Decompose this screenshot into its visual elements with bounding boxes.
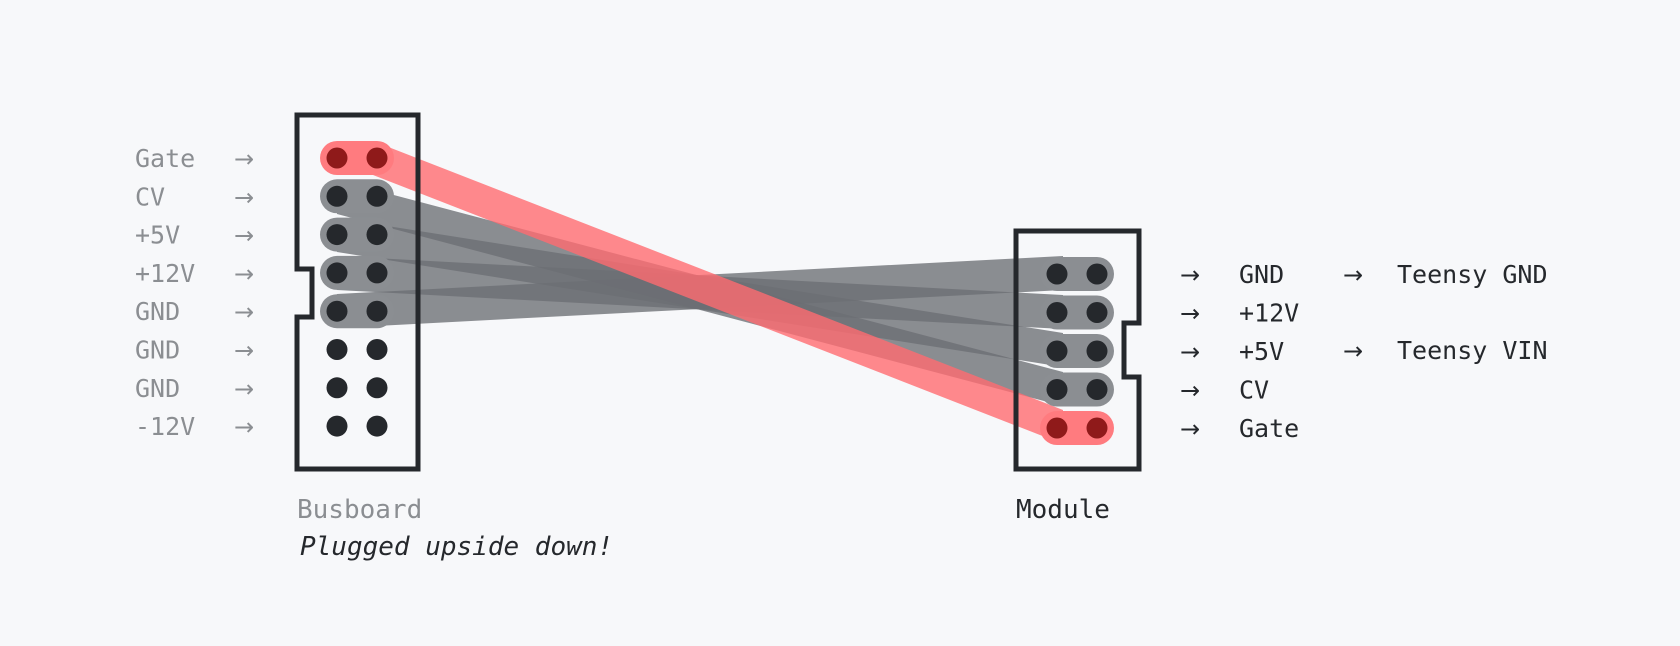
module-connector (1013, 228, 1142, 472)
busboard-pin (326, 300, 348, 322)
arrow-icon: → (234, 375, 254, 403)
teensy-gnd-arrow: → (1343, 261, 1363, 289)
module-pin-label: +12V (1239, 299, 1299, 328)
arrow-icon: → (1180, 261, 1200, 289)
busboard-housing (294, 112, 421, 472)
arrow-icon: → (1180, 300, 1200, 328)
busboard-pin-label: +5V (135, 221, 180, 250)
module-pin-label: CV (1239, 376, 1269, 405)
module-pin (1046, 263, 1068, 285)
busboard-pin-label: CV (135, 182, 165, 211)
teensy-vin-arrow: → (1343, 337, 1363, 365)
busboard-pin-label: Gate (135, 144, 195, 173)
arrow-icon: → (234, 145, 254, 173)
busboard-pin-label: GND (135, 336, 180, 365)
busboard-pin-label: GND (135, 297, 180, 326)
busboard-pin (366, 262, 388, 284)
arrow-icon: → (1180, 415, 1200, 443)
arrow-icon: → (1180, 338, 1200, 366)
module-pin (1046, 302, 1068, 323)
busboard-pin (366, 185, 388, 207)
busboard-pin (326, 339, 348, 360)
busboard-pin (326, 377, 348, 399)
busboard-pin (326, 262, 348, 284)
busboard-pin (366, 224, 388, 246)
arrow-icon: → (234, 260, 254, 288)
busboard-note: Plugged upside down! (300, 532, 613, 562)
arrow-icon: → (234, 183, 254, 211)
wires-group (337, 141, 1063, 444)
busboard-pin (366, 300, 388, 322)
module-pin-labels: → GND → +12V → +5V → CV → Gate (1180, 260, 1299, 443)
teensy-gnd-label: Teensy GND (1397, 260, 1548, 289)
arrow-icon: → (234, 298, 254, 326)
module-pin (1086, 263, 1108, 285)
busboard-pin (366, 147, 388, 169)
module-pin (1086, 302, 1108, 323)
busboard-pin-label: -12V (135, 412, 195, 441)
wire-gate (373, 141, 1063, 444)
arrow-icon: → (1180, 377, 1200, 405)
arrow-icon: → (234, 413, 254, 441)
busboard-pin (326, 224, 348, 246)
module-pin (1086, 379, 1108, 400)
module-pin (1046, 417, 1068, 439)
teensy-vin-label: Teensy VIN (1397, 336, 1548, 365)
module-pin (1086, 417, 1108, 439)
busboard-pin (326, 185, 348, 207)
module-pin-label: +5V (1239, 337, 1284, 366)
arrow-icon: → (234, 222, 254, 250)
arrow-icon: → (234, 337, 254, 365)
busboard-connector (294, 112, 421, 472)
module-pin (1086, 340, 1108, 362)
module-pin (1046, 340, 1068, 362)
busboard-pin-label: +12V (135, 259, 195, 288)
module-housing (1013, 228, 1142, 472)
busboard-pin (366, 377, 388, 399)
busboard-pin-labels: Gate → CV → +5V → +12V → GND → GND → GND → -12V → (135, 144, 254, 441)
busboard-pin (366, 339, 388, 360)
busboard-pin (326, 147, 348, 169)
busboard-title: Busboard (297, 495, 422, 525)
module-pin-label: GND (1239, 260, 1284, 289)
module-pin (1046, 379, 1068, 400)
busboard-pin-label: GND (135, 374, 180, 403)
module-pin-label: Gate (1239, 414, 1299, 443)
busboard-pin (366, 415, 388, 437)
module-title: Module (1016, 495, 1110, 525)
busboard-pin (326, 415, 348, 437)
teensy-labels: → Teensy GND → Teensy VIN (1343, 260, 1548, 365)
